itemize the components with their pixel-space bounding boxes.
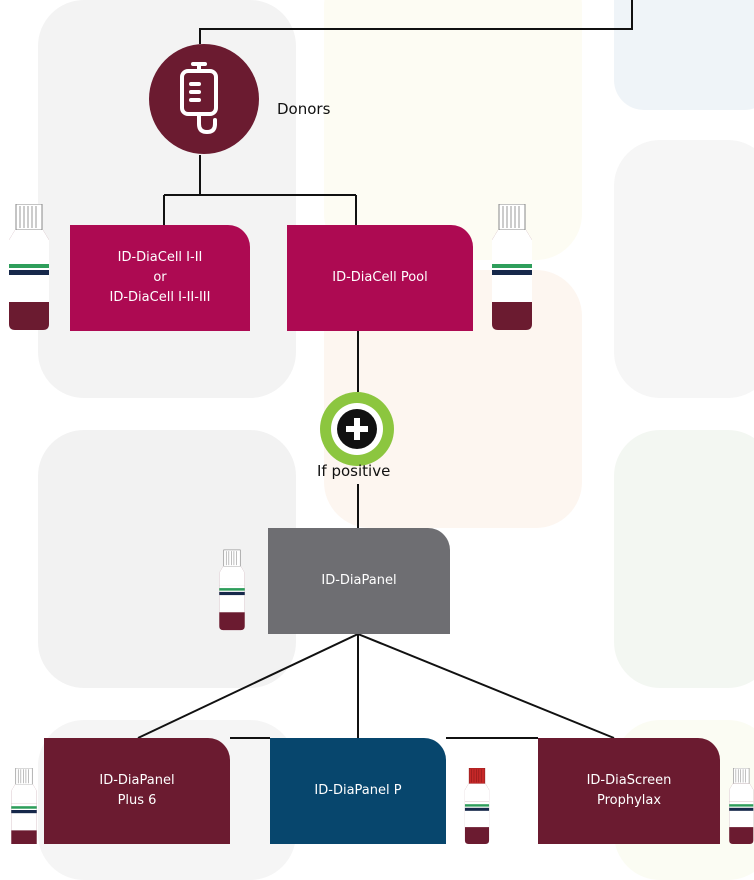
background-panel [614, 430, 754, 688]
plus-icon [331, 403, 383, 455]
diacell-line1: ID-DiaCell I-II [117, 249, 203, 265]
donors-label: Donors [277, 100, 331, 118]
background-panel [324, 0, 582, 260]
diapanel-plus6-box: ID-DiaPanel Plus 6 [44, 738, 230, 844]
diacell-or: or [153, 269, 167, 285]
positive-circle [320, 392, 394, 466]
vial-icon [219, 549, 245, 631]
if-positive-label: If positive [317, 462, 391, 480]
diacell-box: ID-DiaCell I-II or ID-DiaCell I-II-III [70, 225, 250, 331]
diacell-line3: ID-DiaCell I-II-III [109, 290, 211, 306]
diascreen-prophylax-box: ID-DiaScreen Prophylax [538, 738, 720, 844]
vial-icon [9, 204, 49, 330]
vial-icon [492, 204, 532, 330]
vial-icon [11, 768, 37, 844]
diapanel-p-box: ID-DiaPanel P [270, 738, 446, 844]
blood-bag-icon [180, 62, 218, 134]
diapanel-box: ID-DiaPanel [268, 528, 450, 634]
background-panel [38, 430, 296, 688]
background-panel [614, 0, 754, 110]
diacell-pool-label: ID-DiaCell Pool [332, 269, 428, 285]
connector-lines [137, 0, 633, 739]
vial-icon [729, 768, 754, 844]
donors-icon-circle [149, 44, 259, 154]
diapanel-p-label: ID-DiaPanel P [314, 782, 402, 798]
plus6-line1: ID-DiaPanel [99, 772, 175, 788]
diacell-pool-box: ID-DiaCell Pool [287, 225, 473, 331]
vial-icon-red-cap [464, 768, 490, 844]
prophylax-line2: Prophylax [596, 793, 662, 808]
background-panel [614, 140, 754, 398]
diapanel-label: ID-DiaPanel [321, 572, 397, 588]
plus6-line2: Plus 6 [117, 793, 157, 808]
prophylax-line1: ID-DiaScreen [586, 772, 672, 788]
